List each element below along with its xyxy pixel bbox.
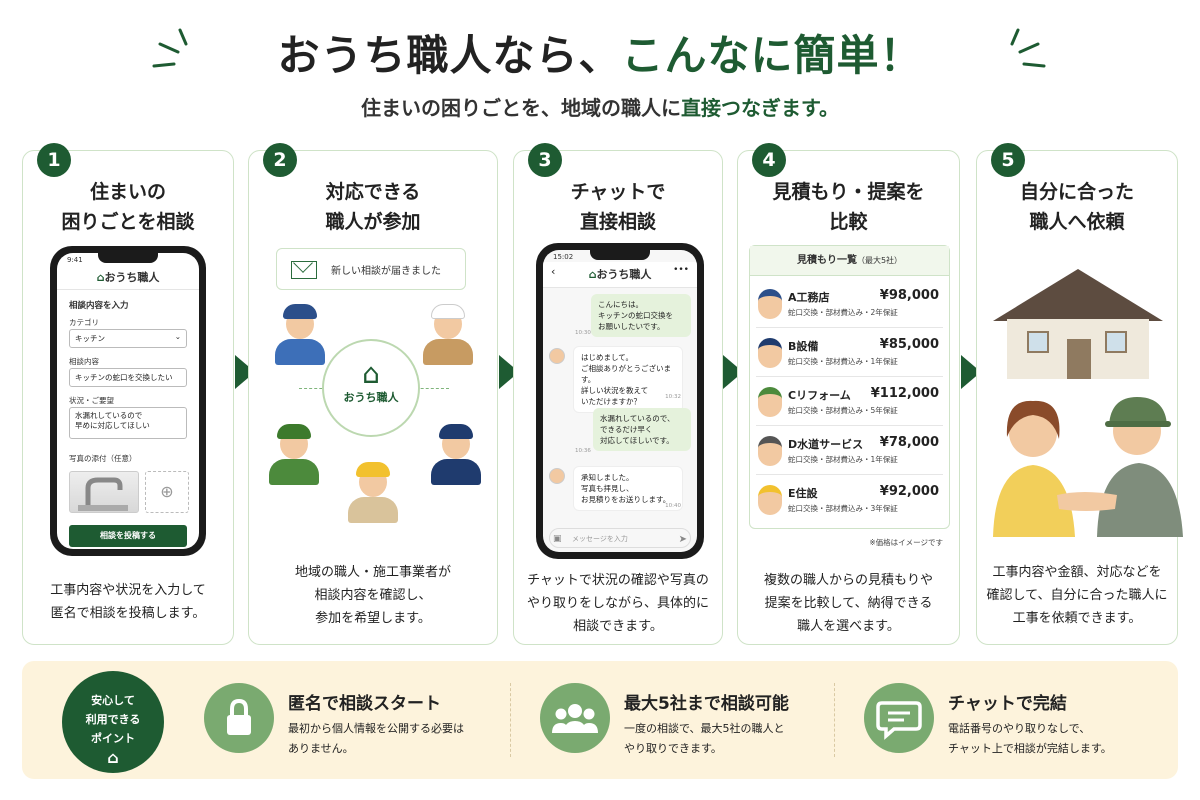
safety-badge: 安心して利用できるポイント ⌂ <box>62 671 164 773</box>
step-number: 2 <box>263 143 297 177</box>
more-icon[interactable]: ••• <box>673 265 689 275</box>
craftsman-avatar <box>427 421 485 487</box>
page-subtitle: 住まいの困りごとを、地域の職人に直接つなぎます。 <box>361 96 839 120</box>
notification-box: 新しい相談が届きました <box>276 248 466 290</box>
header: おうち職人なら、こんなに簡単！ 住まいの困りごとを、地域の職人に直接つなぎます。 <box>0 0 1200 140</box>
handshake-illustration <box>987 377 1187 537</box>
craftsman-avatar <box>271 301 329 367</box>
house-logo-icon: ⌂ <box>362 357 380 390</box>
step-title: 対応できる職人が参加 <box>325 181 421 233</box>
step-description: 地域の職人・施工事業者が相談内容を確認し、参加を希望します。 <box>294 565 451 626</box>
mail-icon <box>291 261 317 279</box>
attach-icon[interactable]: ▣ <box>553 534 562 544</box>
step-number: 1 <box>37 143 71 177</box>
step-card-5: 5 自分に合った職人へ依頼 工事内容や金額、対応などを確認して、自分に合った職人… <box>976 143 1183 645</box>
category-select[interactable]: キッチン⌄ <box>69 329 187 348</box>
status-textarea[interactable]: 水漏れしているので早めに対応してほしい <box>69 407 187 439</box>
back-icon[interactable]: ‹ <box>551 265 556 278</box>
chat-bubble-craftsman: 承知しました。写真も拝見し、お見積りをお送りします。 <box>573 466 683 511</box>
phone-mockup: 15:02 ‹ ⌂おうち職人 ••• こんにちは。キッチンの蛇口交換をお願いした… <box>536 243 704 559</box>
divider <box>834 683 835 757</box>
faucet-photo <box>69 471 139 513</box>
house-logo-icon: ⌂ <box>588 268 597 281</box>
submit-button[interactable]: 相談を投稿する <box>69 525 187 547</box>
craftsman-avatar <box>758 387 782 417</box>
step-title: チャットで直接相談 <box>570 181 666 233</box>
app-brand: ⌂おうち職人 <box>588 268 652 281</box>
price-note: ※価格はイメージです <box>869 538 943 547</box>
lock-icon <box>204 683 274 753</box>
house-logo-icon: ⌂ <box>107 748 119 767</box>
burst-decoration-icon <box>1010 28 1046 68</box>
chevron-down-icon: ⌄ <box>174 332 181 341</box>
page-title: おうち職人なら、こんなに簡単！ <box>277 31 923 80</box>
step-title: 見積もり・提案を比較 <box>772 181 925 233</box>
craftsman-avatar <box>419 301 477 367</box>
step-description: 工事内容や状況を入力して匿名で相談を投稿します。 <box>50 583 206 621</box>
craftsman-avatar <box>758 289 782 319</box>
chat-icon <box>864 683 934 753</box>
step-card-3: 3 チャットで直接相談 15:02 ‹ ⌂おうち職人 ••• こんにちは。キッチ… <box>513 143 723 645</box>
divider <box>510 683 511 757</box>
group-icon <box>540 683 610 753</box>
app-brand: ⌂おうち職人 <box>96 271 160 284</box>
craftsman-avatar <box>549 348 565 364</box>
chat-bubble-user: こんにちは。キッチンの蛇口交換をお願いしたいです。 <box>591 294 691 337</box>
chat-bubble-craftsman: はじめまして。ご相談ありがとうございます。詳しい状況を教えていただけますか？ <box>573 346 683 413</box>
form-title: 相談内容を入力 <box>69 301 129 311</box>
step-description: チャットで状況の確認や写真のやり取りをしながら、具体的に相談できます。 <box>526 573 709 634</box>
step-description: 複数の職人からの見積もりや提案を比較して、納得できる職人を選べます。 <box>763 573 933 634</box>
message-input[interactable]: メッセージを入力 <box>549 528 691 548</box>
burst-decoration-icon <box>152 28 188 68</box>
send-icon[interactable]: ➤ <box>678 534 687 545</box>
chat-bubble-user: 水漏れしているので、できるだけ早く対応してほしいです。 <box>593 408 691 451</box>
craftsman-avatar <box>758 338 782 368</box>
step-title: 住まいの困りごとを相談 <box>61 181 195 233</box>
safety-points-panel: 安心して利用できるポイント ⌂ 匿名で相談スタート 最初から個人情報を公開する必… <box>22 661 1178 779</box>
quote-list-header: 見積もり一覧（最大5社） <box>750 246 949 276</box>
step-title: 自分に合った職人へ依頼 <box>1019 181 1134 233</box>
phone-mockup: 9:41 ⌂おうち職人 相談内容を入力 カテゴリ キッチン⌄ 相談内容 キッチン… <box>50 246 206 556</box>
step-description: 工事内容や金額、対応などを確認して、自分に合った職人に工事を依頼できます。 <box>986 565 1168 626</box>
hub-circle: ⌂ おうち職人 <box>322 339 420 437</box>
craftsman-avatar <box>344 459 402 525</box>
content-input[interactable]: キッチンの蛇口を交換したい <box>69 368 187 387</box>
step-number: 4 <box>752 143 786 177</box>
house-logo-icon: ⌂ <box>96 271 105 284</box>
add-photo-button[interactable]: ⊕ <box>145 471 189 513</box>
step-card-2: 2 対応できる職人が参加 新しい相談が届きました ⌂ おうち職人 地域の職人・施… <box>248 143 498 645</box>
craftsman-avatar <box>758 485 782 515</box>
house-illustration <box>993 269 1163 379</box>
craftsman-avatar <box>758 436 782 466</box>
step-number: 3 <box>528 143 562 177</box>
craftsman-avatar <box>549 468 565 484</box>
step-card-1: 1 住まいの困りごとを相談 9:41 ⌂おうち職人 相談内容を入力 カテゴリ キ… <box>22 143 234 645</box>
craftsman-avatar <box>265 421 323 487</box>
step-number: 5 <box>991 143 1025 177</box>
